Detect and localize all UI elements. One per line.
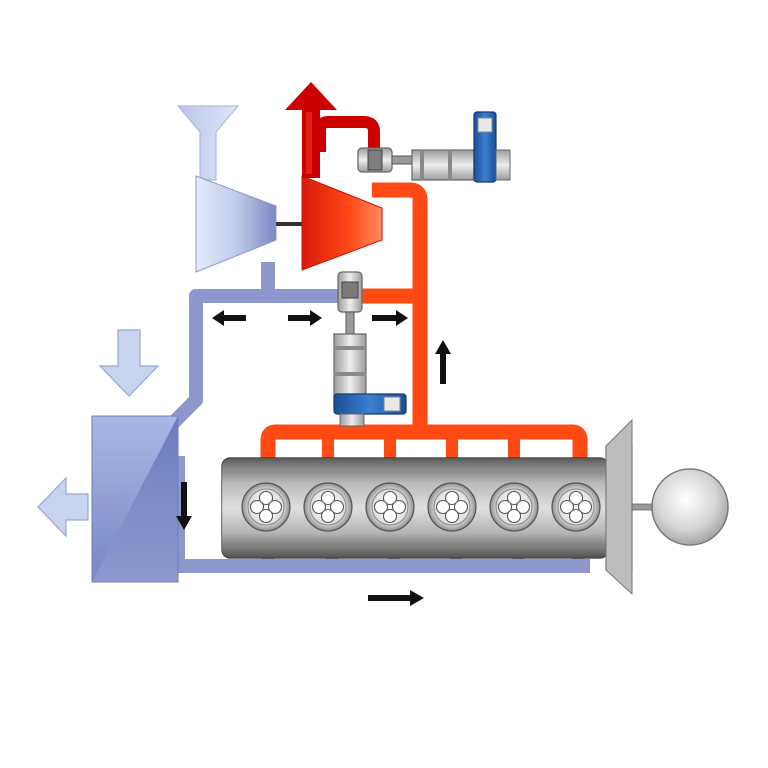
ambient-air-out-arrow	[37, 476, 89, 538]
cylinder-valve	[559, 499, 575, 515]
ambient-air-in-arrow	[98, 329, 160, 397]
cylinder-valve	[568, 490, 584, 506]
cylinder-valve	[258, 490, 274, 506]
cylinder-valve	[311, 499, 327, 515]
cylinder-valve	[435, 499, 451, 515]
compressor	[195, 175, 277, 273]
turbine	[301, 175, 383, 271]
cylinder-valve	[391, 499, 407, 515]
engine-cylinder	[365, 482, 415, 532]
cylinder-valve	[249, 499, 265, 515]
exhaust-runners	[322, 432, 520, 464]
flow-arrow-up-icon	[435, 340, 451, 384]
cylinder-valve	[258, 508, 274, 524]
turbine-bypass-valve	[357, 111, 511, 183]
wastegate-valve	[333, 271, 407, 427]
cylinder-valve	[320, 508, 336, 524]
cylinder-valve	[506, 508, 522, 524]
cylinder-valve	[382, 490, 398, 506]
cylinder-valve	[444, 490, 460, 506]
engine-cylinder	[241, 482, 291, 532]
flow-arrow-right-icon	[368, 590, 424, 606]
intercooler	[91, 415, 179, 583]
flow-arrow-right-icon	[372, 310, 408, 326]
cylinder-valve	[267, 499, 283, 515]
cylinder-valve	[577, 499, 593, 515]
cylinder-valve	[497, 499, 513, 515]
cylinder-valve	[506, 490, 522, 506]
cylinder-valve	[382, 508, 398, 524]
flow-arrow-left-icon	[212, 310, 246, 326]
engine-cylinder	[551, 482, 601, 532]
cylinder-valve	[568, 508, 584, 524]
flow-arrow-down-icon	[176, 482, 192, 530]
engine-end-flange	[605, 418, 655, 596]
cylinder-valve	[373, 499, 389, 515]
engine-cylinders	[241, 482, 601, 532]
exhaust-outlet-arrow	[285, 82, 337, 178]
exhaust-piping	[260, 182, 588, 462]
flow-arrows	[176, 310, 451, 606]
cylinder-valve	[444, 508, 460, 524]
cylinder-valve	[320, 490, 336, 506]
air-intake-funnel	[176, 105, 240, 181]
engine-cylinder	[489, 482, 539, 532]
cylinder-valve	[515, 499, 531, 515]
flywheel	[651, 468, 729, 546]
engine-cylinder	[303, 482, 353, 532]
cylinder-valve	[453, 499, 469, 515]
engine-cylinder	[427, 482, 477, 532]
turbo-shaft	[276, 222, 304, 226]
cylinder-valve	[329, 499, 345, 515]
flow-arrow-right-icon	[288, 310, 322, 326]
turbine-bypass-loop	[314, 116, 380, 162]
